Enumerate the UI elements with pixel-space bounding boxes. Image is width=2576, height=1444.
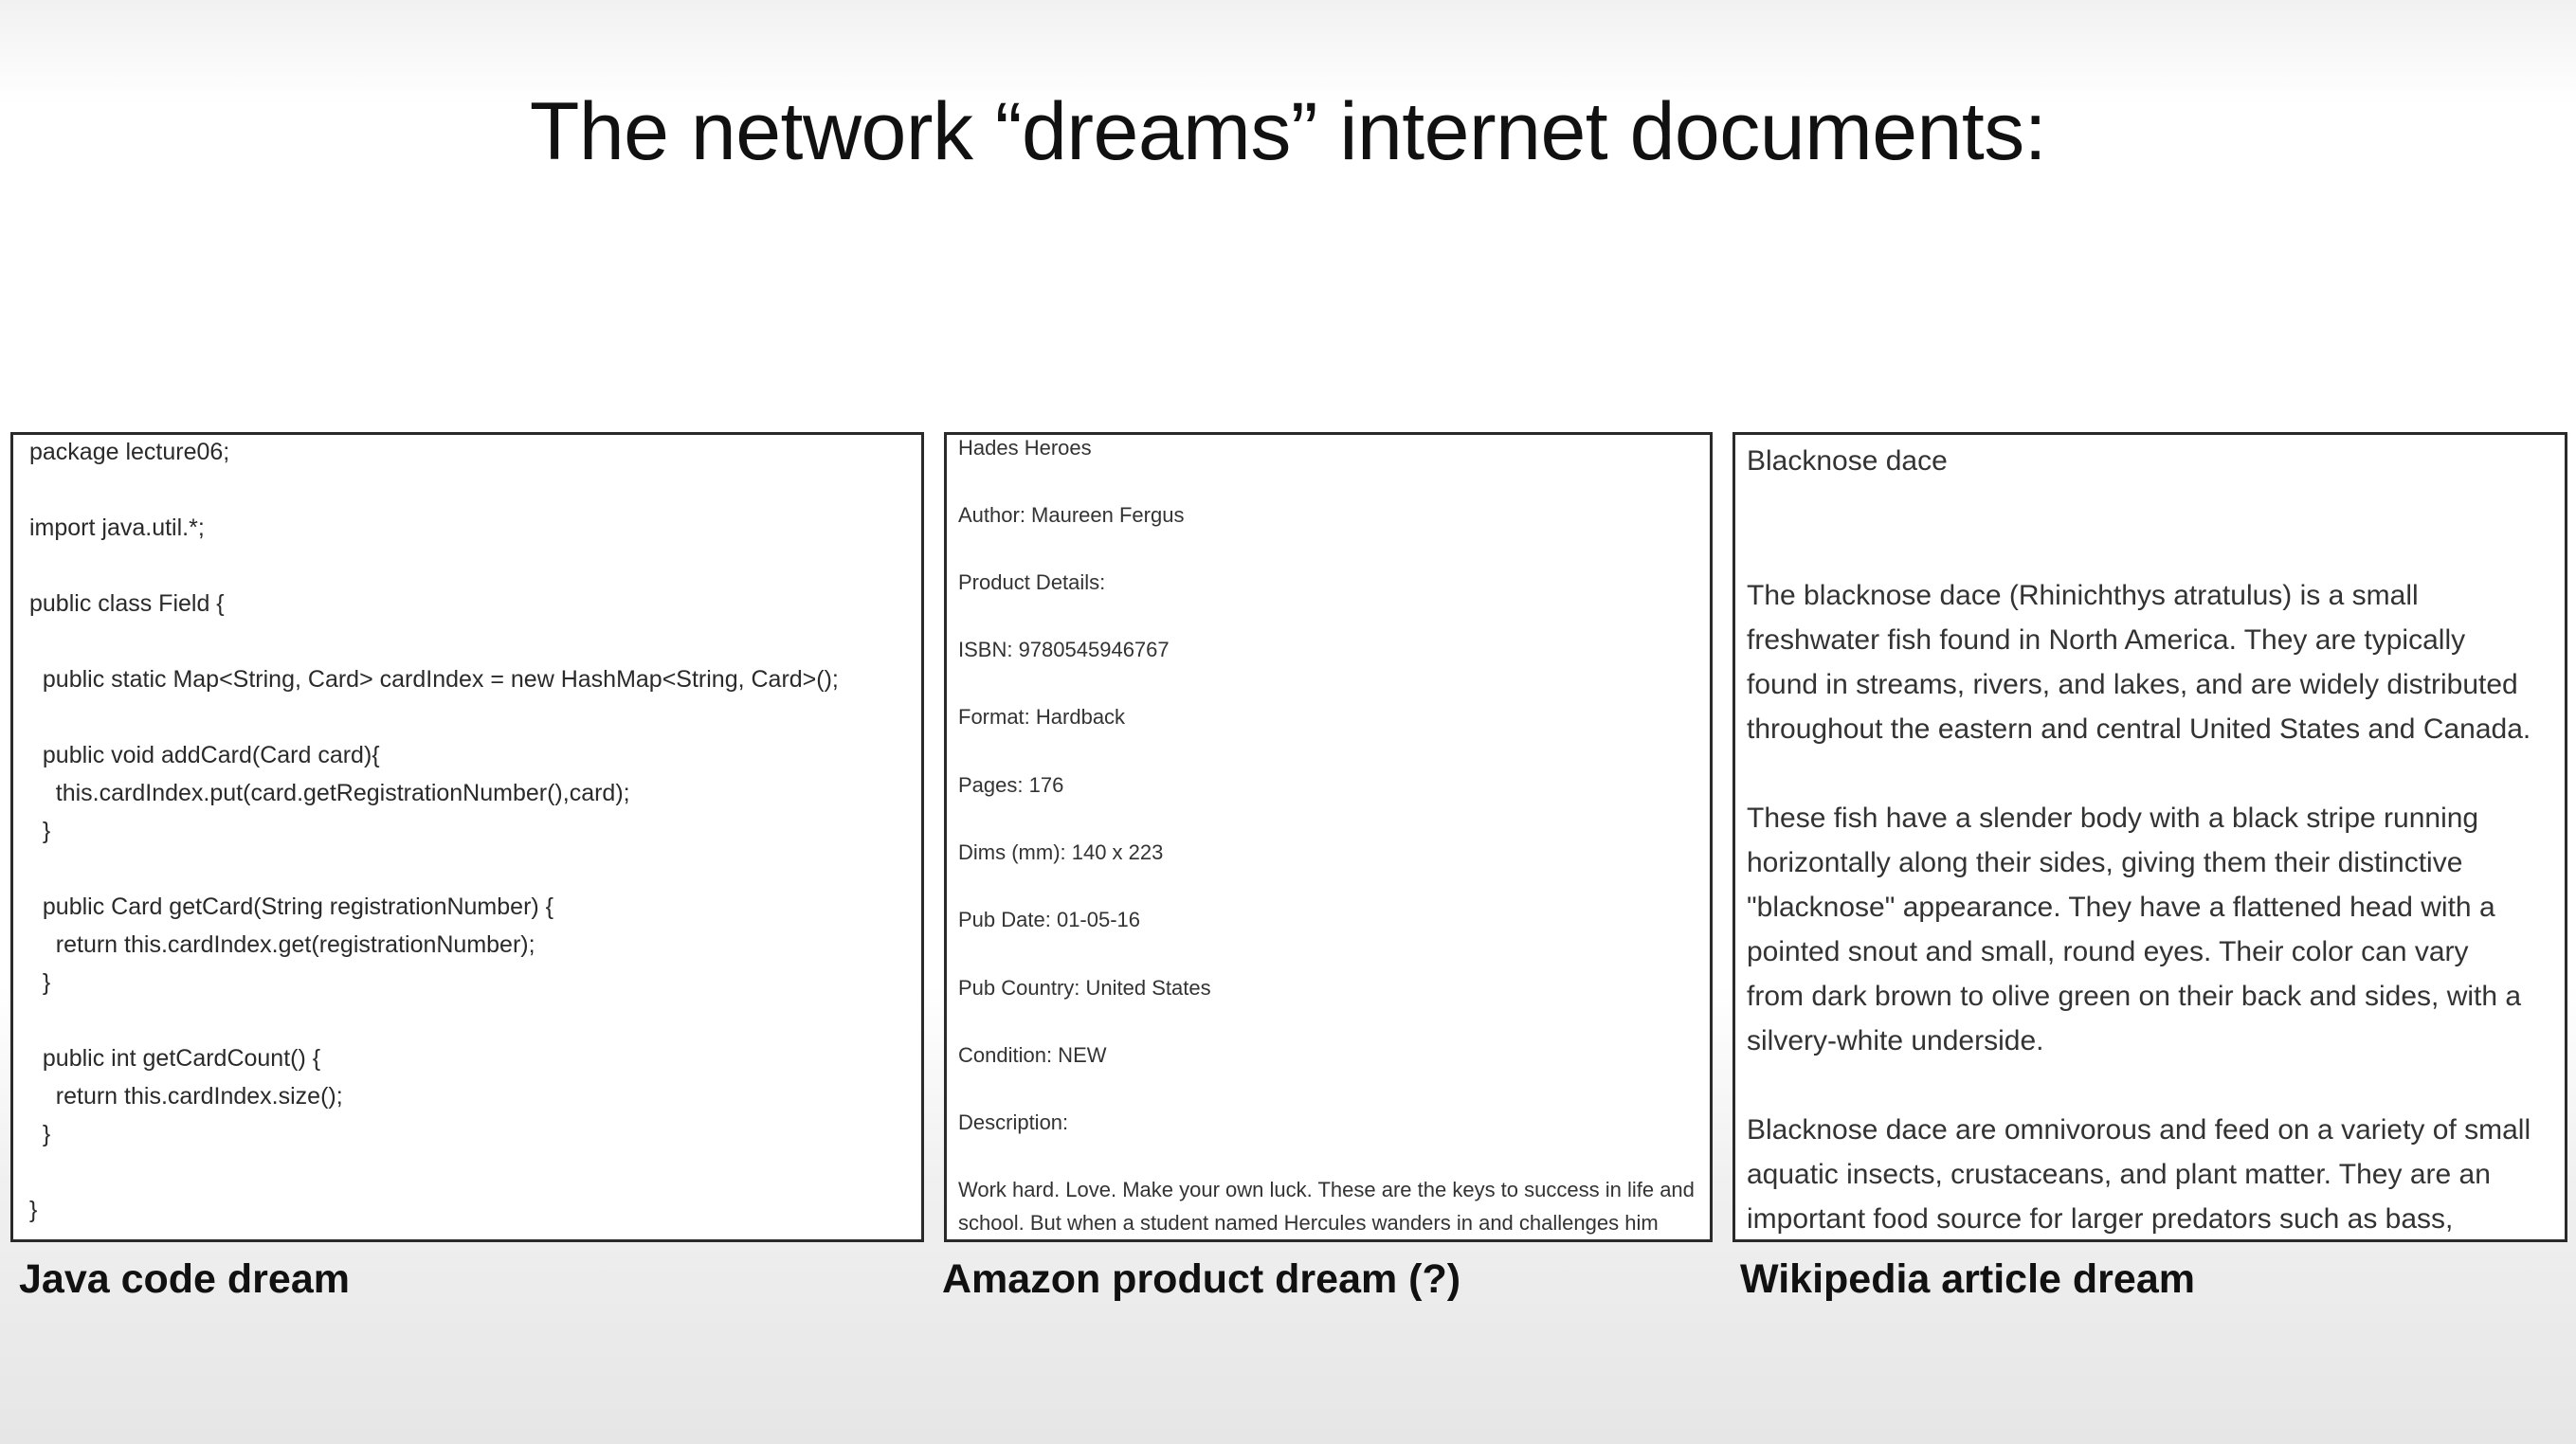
code-line: public Card getCard(String registrationN… (29, 893, 554, 920)
paragraph-line: pointed snout and small, round eyes. The… (1747, 936, 2469, 967)
article-paragraph: These fish have a slender body with a bl… (1747, 796, 2565, 1063)
paragraph-line: These fish have a slender body with a bl… (1747, 803, 2479, 834)
product-description-line: Work hard. Love. Make your own luck. The… (958, 1178, 1695, 1201)
product-pub-date: Pub Date: 01-05-16 (958, 908, 1141, 931)
code-line: return this.cardIndex.get(registrationNu… (29, 931, 535, 958)
amazon-product-panel: Hades Heroes Author: Maureen Fergus Prod… (944, 432, 1713, 1242)
product-description-line: school. But when a student named Hercule… (958, 1211, 1659, 1235)
paragraph-line: aquatic insects, crustaceans, and plant … (1747, 1159, 2491, 1190)
article-title: Blacknose dace (1747, 445, 1948, 477)
code-line: this.cardIndex.put(card.getRegistrationN… (29, 780, 630, 806)
product-format: Format: Hardback (958, 705, 1126, 729)
code-line: return this.cardIndex.size(); (29, 1083, 343, 1110)
product-isbn: ISBN: 9780545946767 (958, 638, 1170, 661)
code-line: public int getCardCount() { (29, 1045, 321, 1072)
paragraph-line: "blacknose" appearance. They have a flat… (1747, 892, 2495, 923)
product-pages: Pages: 176 (958, 773, 1064, 797)
wikipedia-article-panel: Blacknose dace The blacknose dace (Rhini… (1732, 432, 2567, 1242)
paragraph-line: throughout the eastern and central Unite… (1747, 713, 2531, 745)
article-paragraph: The blacknose dace (Rhinichthys atratulu… (1747, 573, 2565, 751)
paragraph-line: The blacknose dace (Rhinichthys atratulu… (1747, 580, 2419, 611)
code-line: public void addCard(Card card){ (29, 742, 380, 768)
code-line: package lecture06; (29, 439, 230, 465)
code-line: } (29, 969, 51, 996)
code-line: public static Map<String, Card> cardInde… (29, 666, 839, 693)
code-line: public class Field { (29, 590, 225, 617)
paragraph-line: freshwater fish found in North America. … (1747, 624, 2466, 656)
product-title: Hades Heroes (958, 436, 1092, 460)
product-condition: Condition: NEW (958, 1043, 1107, 1067)
wikipedia-article-caption: Wikipedia article dream (1740, 1256, 2195, 1302)
paragraph-line: horizontally along their sides, giving t… (1747, 847, 2463, 878)
product-details-heading: Product Details: (958, 570, 1106, 594)
java-code-content: package lecture06; import java.util.*; p… (13, 435, 921, 1239)
java-code-panel: package lecture06; import java.util.*; p… (10, 432, 924, 1242)
code-line: } (29, 1197, 38, 1223)
amazon-product-caption: Amazon product dream (?) (942, 1256, 1461, 1302)
paragraph-line: from dark brown to olive green on their … (1747, 981, 2522, 1012)
slide-title: The network “dreams” internet documents: (529, 86, 2047, 177)
paragraph-line: silvery-white underside. (1747, 1025, 2044, 1056)
code-line: } (29, 818, 51, 844)
amazon-product-content: Hades Heroes Author: Maureen Fergus Prod… (947, 435, 1710, 1239)
paragraph-line: important food source for larger predato… (1747, 1203, 2454, 1235)
paragraph-line: found in streams, rivers, and lakes, and… (1747, 669, 2518, 700)
product-description-heading: Description: (958, 1110, 1069, 1134)
paragraph-line: Blacknose dace are omnivorous and feed o… (1747, 1114, 2531, 1146)
java-code-caption: Java code dream (19, 1256, 350, 1302)
product-author: Author: Maureen Fergus (958, 503, 1185, 527)
wikipedia-article-content: Blacknose dace The blacknose dace (Rhini… (1735, 435, 2565, 1239)
product-dims: Dims (mm): 140 x 223 (958, 840, 1164, 864)
code-line: import java.util.*; (29, 514, 205, 541)
product-pub-country: Pub Country: United States (958, 976, 1211, 1000)
article-paragraph: Blacknose dace are omnivorous and feed o… (1747, 1108, 2565, 1239)
code-line: } (29, 1121, 51, 1147)
